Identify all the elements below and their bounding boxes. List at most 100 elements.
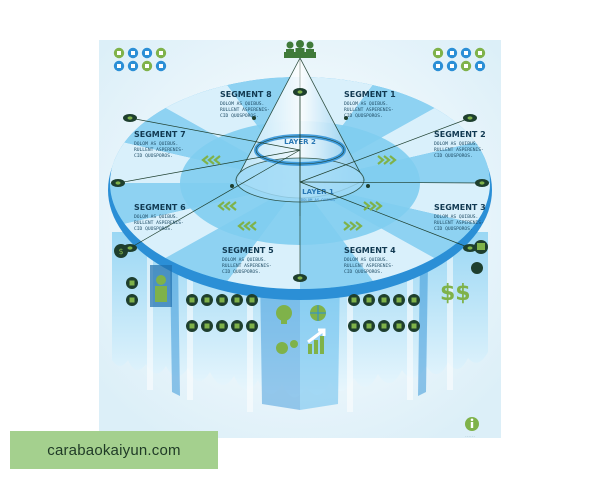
skirt-icon-glyph [189,297,195,303]
arrow-up-icon [307,328,326,344]
segment-2-title: SEGMENT 2 [434,130,486,139]
connector-line [299,181,471,249]
watermark: …… [465,433,475,439]
segment-2-line: RULLENT ASPERENIS- [434,147,484,153]
segment-2-line: CID QUOSPOROS. [434,153,473,159]
skirt-icon-glyph [234,323,240,329]
skirt-icon-glyph [204,323,210,329]
user-icon-glyph [159,51,163,55]
banner-text: carabaokaiyun.com [47,441,181,459]
chevron-icon [223,201,231,211]
skirt-icon-glyph [381,323,387,329]
segment-1-line: RULLENT ASPERENIS- [344,107,394,113]
connector-node-dot [467,116,473,120]
cup-icon-glyph [131,51,135,55]
connector-node-dot [115,181,121,185]
skirt-icon-glyph [129,280,135,286]
chevron-icon [213,155,221,165]
segment-3-line: DOLOM AS QUIBUS. [434,214,478,220]
skirt-icon-glyph [129,297,135,303]
globe-icon-glyph [464,64,468,68]
chevron-icon [375,201,383,211]
segment-7-line: RULLENT ASPERENIS- [134,147,184,153]
people-icon [284,40,316,58]
connector-node-dot [479,181,485,185]
top-right-icon-grid [432,47,486,72]
segment-1-line: CID QUOSPOROS. [344,113,383,119]
segment-4-line: CID QUOSPOROS. [344,269,383,275]
segment-8-line: CID QUOSPOROS. [220,113,259,119]
chart-icon-glyph [159,64,163,68]
bar-chart-icon [308,344,312,354]
skirt-icon-glyph [219,297,225,303]
handshake-icon-glyph [464,51,468,55]
connector-line [299,117,471,183]
skirt-icon-glyph [411,323,417,329]
skirt-icon-glyph [381,297,387,303]
center-skirt-icons [276,305,326,354]
connector-node-dot [127,116,133,120]
chevron-icon [389,155,397,165]
connector-node-dot [297,90,303,94]
skirt-icon-glyph [204,297,210,303]
chevrons [201,155,397,231]
card-icon-glyph [436,51,440,55]
chevron-icon [243,221,251,231]
segment-5-title: SEGMENT 5 [222,246,274,255]
newspaper-icon [471,262,483,274]
connector-line [129,149,301,249]
skirt-icon-glyph [411,297,417,303]
segment-8-title: SEGMENT 8 [220,90,272,99]
connector-line [299,181,483,184]
connector-line [117,149,301,184]
skirt-icon-glyph [351,323,357,329]
segment-3-title: SEGMENT 3 [434,203,486,212]
segment-3-line: RULLENT ASPERENIS- [434,220,484,226]
gears-icon [276,342,288,354]
skirt-icon-glyph [249,323,255,329]
segment-8-line: DOLOM AS QUIBUS. [220,101,264,107]
svg-text:$: $ [118,247,123,256]
connector-node-dot [127,246,133,250]
skirt-icon-glyph [366,297,372,303]
segment-5-line: RULLENT ASPERENIS- [222,263,272,269]
segment-6-line: DOLOM AS QUIBUS. [134,214,178,220]
chevron-icon [229,201,237,211]
segment-4-line: DOLOM AS QUIBUS. [344,257,388,263]
segment-7-title: SEGMENT 7 [134,130,186,139]
segment-6-line: RULLENT ASPERENIS- [134,220,184,226]
calendar-icon-glyph [436,64,440,68]
info-icon [465,417,479,431]
skirt-icon-glyph [351,297,357,303]
segment-8-label: SEGMENT 8 DOLOM AS QUIBUS.RULLENT ASPEREN… [220,90,272,119]
skirt-icon-glyph [249,297,255,303]
segment-5-line: DOLOM AS QUIBUS. [222,257,266,263]
segment-6-title: SEGMENT 6 [134,203,186,212]
box-icon-glyph [450,51,454,55]
skirt-icon-glyph [234,297,240,303]
chevron-icon [207,155,215,165]
bag-icon-glyph [117,64,121,68]
segment-1-line: DOLOM AS QUIBUS. [344,101,388,107]
website-banner[interactable]: carabaokaiyun.com [10,431,218,469]
chevron-icon [349,221,357,231]
connector-line [129,117,301,151]
connector-node-dot [467,246,473,250]
chevron-icon [355,221,363,231]
segment-5-label: SEGMENT 5 DOLOM AS QUIBUS.RULLENT ASPEREN… [222,246,274,275]
gear-icon-glyph [145,51,149,55]
chevron-icon [383,155,391,165]
people-icon-glyph [145,64,149,68]
skirt-icon-glyph [219,323,225,329]
chevron-icon [377,155,385,165]
skirt-icon-glyph [396,323,402,329]
segment-7-line: CID QUOSPOROS. [134,153,173,159]
top-left-icon-grid [113,47,167,72]
connector-lines [111,88,489,282]
segment-8-line: RULLENT ASPERENIS- [220,107,270,113]
lightbulb-icon [276,305,292,321]
